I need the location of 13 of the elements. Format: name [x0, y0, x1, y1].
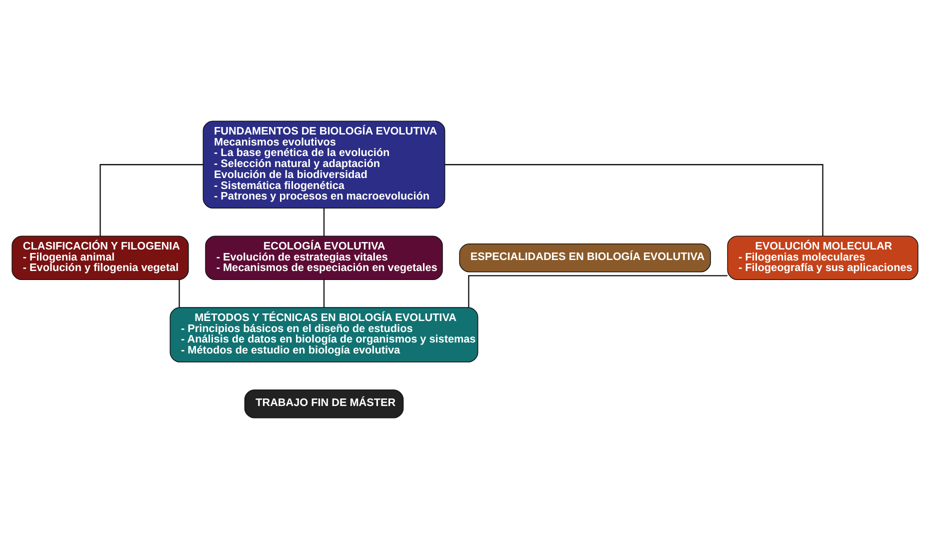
connector [445, 164, 824, 236]
connector [323, 280, 325, 308]
node-box: MÉTODOS Y TÉCNICAS EN BIOLOGÍA EVOLUTIVA - Principios básicos en el diseño de estudios - Análisis de datos en biología de organismos y sistemas - Métodos de estudio en biología evolutiva [170, 307, 478, 362]
node-box: CLASIFICACIÓN Y FILOGENIA - Filogenia animal - Evolución y filogenia vegetal [12, 236, 189, 280]
node-box: ECOLOGÍA EVOLUTIVA - Evolución de estrategias vitales - Mecanismos de especiación en vegetales [205, 236, 443, 280]
node-box: TRABAJO FIN DE MÁSTER [244, 390, 404, 418]
node-box: FUNDAMENTOS DE BIOLOGÍA EVOLUTIVA Mecanismos evolutivos - La base genética de la evolución - Selección natural y adaptación Evolución de la biodiversidad - Sistemática filogenética - Patrones y procesos en macroevolución [202, 120, 446, 209]
connector [178, 280, 180, 308]
node-box: EVOLUCIÓN MOLECULAR - Filogenias moleculares - Filogeografía y sus aplicaciones [727, 236, 918, 280]
connector [100, 164, 203, 236]
connector [323, 208, 325, 236]
node-box: ESPECIALIDADES EN BIOLOGÍA EVOLUTIVA [459, 243, 711, 272]
connector [468, 275, 728, 308]
